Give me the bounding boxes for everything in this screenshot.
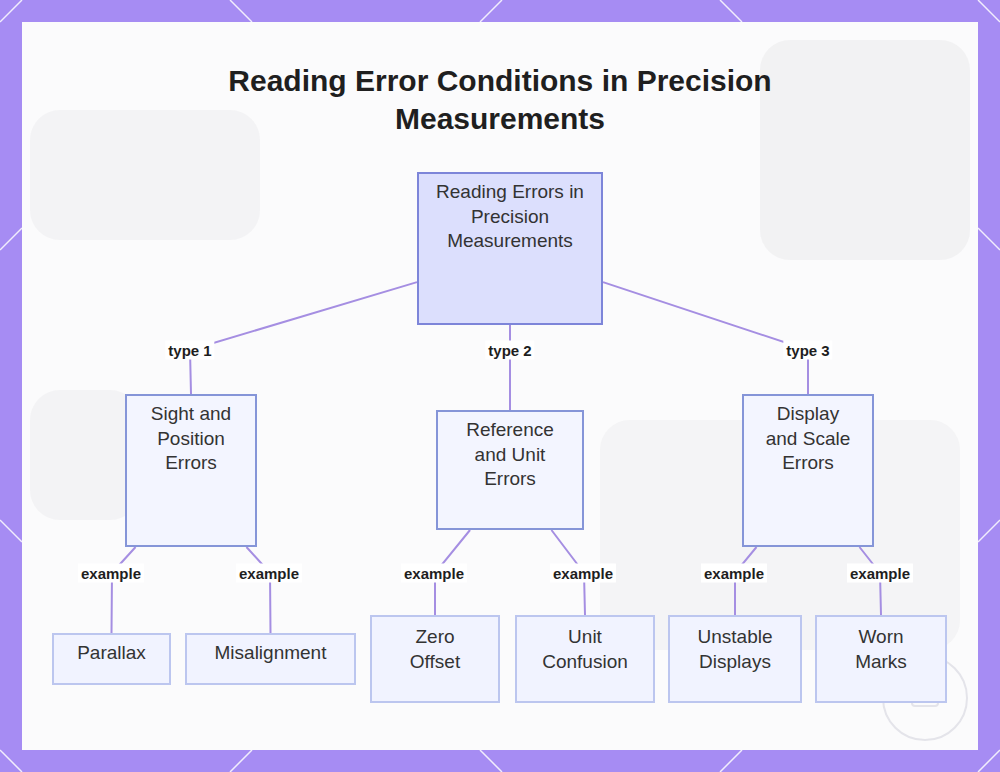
node-text: Display and Scale Errors bbox=[760, 402, 856, 476]
edge-label: example bbox=[78, 564, 144, 583]
white-panel bbox=[22, 22, 978, 750]
connector-line bbox=[112, 547, 136, 633]
category-box: Display and Scale Errors bbox=[742, 394, 874, 547]
node-text: Parallax bbox=[57, 641, 167, 666]
category-box: Reference and Unit Errors bbox=[436, 410, 584, 530]
edge-label: example bbox=[401, 564, 467, 583]
diagram-title: Reading Error Conditions in Precision Me… bbox=[200, 62, 800, 138]
example-box: Unit Confusion bbox=[515, 615, 655, 703]
node-text: Misalignment bbox=[191, 641, 351, 666]
node-text: Unit Confusion bbox=[535, 625, 635, 674]
connector-line bbox=[190, 282, 417, 394]
edge-label: example bbox=[701, 564, 767, 583]
blurred-backdrop bbox=[30, 40, 970, 650]
node-text: Sight and Position Errors bbox=[141, 402, 241, 476]
node-text: Zero Offset bbox=[402, 625, 468, 674]
node-text: Worn Marks bbox=[848, 625, 914, 674]
connector-line bbox=[509, 325, 511, 410]
example-box: Parallax bbox=[52, 633, 171, 685]
edge-label: type 2 bbox=[485, 341, 534, 360]
category-box: Sight and Position Errors bbox=[125, 394, 257, 547]
node-text: Unstable Displays bbox=[689, 625, 781, 674]
connector-line bbox=[603, 282, 808, 394]
node-text: Reading Errors in Precision Measurements bbox=[435, 180, 585, 254]
edge-label: example bbox=[550, 564, 616, 583]
edge-label: type 1 bbox=[165, 341, 214, 360]
example-box: Zero Offset bbox=[370, 615, 500, 703]
example-box: Unstable Displays bbox=[668, 615, 802, 703]
connector-line bbox=[246, 547, 270, 633]
root-box: Reading Errors in Precision Measurements bbox=[417, 172, 603, 325]
edge-label: type 3 bbox=[783, 341, 832, 360]
node-text: Reference and Unit Errors bbox=[458, 418, 562, 492]
example-box: Worn Marks bbox=[815, 615, 947, 703]
example-box: Misalignment bbox=[185, 633, 356, 685]
edge-label: example bbox=[847, 564, 913, 583]
edge-label: example bbox=[236, 564, 302, 583]
